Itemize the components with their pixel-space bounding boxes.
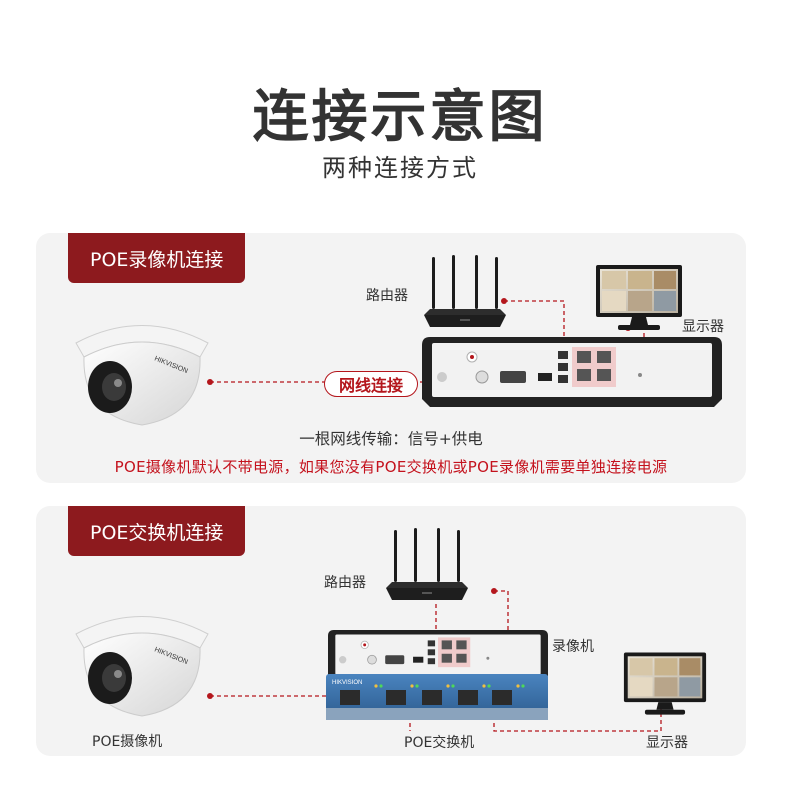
monitor-label: 显示器 (646, 735, 688, 751)
monitor-icon (622, 650, 708, 718)
router-icon (382, 528, 472, 608)
monitor-icon (594, 263, 684, 333)
monitor-label: 显示器 (682, 319, 724, 335)
panel-tag: POE录像机连接 (68, 233, 246, 283)
nvr-icon (422, 337, 722, 407)
dome-camera-icon: HIKVISION (72, 303, 212, 433)
note-text: POE摄像机默认不带电源，如果您没有POE交换机或POE录像机需要单独连接电源 (114, 458, 668, 476)
nvr-label: 录像机 (552, 639, 594, 655)
router-label: 路由器 (324, 575, 366, 591)
caption: 一根网线传输：信号+供电 (299, 430, 483, 448)
panel-tag: POE交换机连接 (68, 506, 246, 556)
router-label: 路由器 (366, 288, 408, 304)
page-title: 连接示意图 (252, 85, 548, 150)
poe-switch-label: POE交换机 (404, 735, 475, 751)
dome-camera-icon: HIKVISION (72, 594, 212, 724)
panel-poe-switch: POE交换机连接 HIKVISION POE摄像机 路由器 录像机 HIKVIS… (36, 506, 746, 756)
poe-switch-icon: HIKVISION (326, 674, 548, 720)
switch-brand: HIKVISION (332, 680, 362, 686)
page-subtitle: 两种连接方式 (322, 154, 478, 182)
router-icon (420, 255, 510, 335)
cable-label: 网线连接 (324, 371, 418, 397)
poe-camera-label: POE摄像机 (92, 734, 163, 750)
panel-poe-nvr: POE录像机连接 HIKVISION 路由器 显示器 网线连接 一根网线传输：信… (36, 233, 746, 483)
